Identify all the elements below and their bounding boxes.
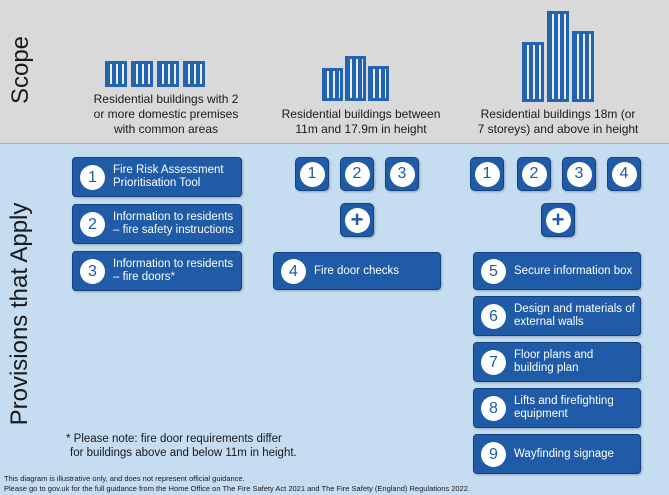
provision-text: Floor plans and [514,349,594,361]
provision-9: 9 Wayfinding signage [473,434,641,474]
provision-text: Lifts and firefighting [514,395,614,407]
number-badge: 2 [80,211,105,237]
provision-tile-2: 2 [340,157,374,191]
number-badge: 1 [80,164,105,190]
number-badge: 3 [80,258,105,284]
scope-text: Residential buildings between [281,107,441,121]
provision-tile-4: 4 [607,157,641,191]
guidance-text: Please go to gov.uk for the full guidanc… [4,484,470,493]
number-badge: 3 [389,161,415,187]
provision-text: Fire Risk Assessment [113,164,224,176]
provision-5: 5 Secure information box [473,252,641,290]
provision-tile-2: 2 [517,157,551,191]
scope-column-3: Residential buildings 18m (or 7 storeys)… [472,107,644,137]
provision-text: Wayfinding signage [514,447,614,460]
plus-icon: + [545,207,571,233]
scope-column-1: Residential buildings with 2 or more dom… [76,92,256,137]
provision-text: building plan [514,362,579,374]
number-badge: 7 [481,349,506,375]
number-badge: 1 [474,161,500,187]
number-badge: 4 [281,258,306,284]
provision-2: 2 Information to residents– fire safety … [72,204,242,244]
scope-text: 7 storeys) and above in height [477,122,639,136]
provisions-label: Provisions that Apply [6,202,33,426]
provision-text: Secure information box [514,264,633,277]
provision-text: Design and materials of [514,303,635,315]
note-text: * Please note: fire door requirements di… [66,433,282,445]
number-badge: 1 [299,161,325,187]
note-text: for buildings above and below 11m in hei… [70,447,297,459]
provision-4: 4 Fire door checks [273,252,441,290]
provision-text: Information to residents [113,211,234,223]
number-badge: 6 [481,303,506,329]
provision-text: external walls [514,316,584,328]
provision-tile-1: 1 [470,157,504,191]
provision-text: Information to residents [113,258,234,270]
scope-text: with common areas [113,122,219,136]
provision-tile-3: 3 [562,157,596,191]
scope-text: Residential buildings 18m (or [480,107,636,121]
plus-tile: + [541,203,575,237]
plus-icon: + [344,207,370,233]
scope-label: Scope [7,35,34,105]
scope-text: 11m and 17.9m in height [295,122,427,136]
plus-tile: + [340,203,374,237]
scope-text: Residential buildings with 2 [93,92,239,106]
number-badge: 8 [481,395,506,421]
provision-text: Fire door checks [314,264,400,277]
provision-tile-3: 3 [385,157,419,191]
number-badge: 3 [566,161,592,187]
scope-text: or more domestic premises [93,107,239,121]
scope-column-2: Residential buildings between 11m and 17… [272,107,450,137]
number-badge: 2 [521,161,547,187]
disclaimer-text: This diagram is illustrative only, and d… [4,474,245,483]
provision-text: Prioritisation Tool [113,177,201,189]
section-divider [0,143,669,144]
provision-text: – fire safety instructions [113,224,234,236]
fire-door-note: * Please note: fire door requirements di… [66,432,297,460]
number-badge: 2 [344,161,370,187]
number-badge: 5 [481,258,506,284]
provision-text: – fire doors* [113,271,176,283]
provision-tile-1: 1 [295,157,329,191]
provision-text: equipment [514,408,568,420]
number-badge: 4 [611,161,637,187]
provision-3: 3 Information to residents– fire doors* [72,251,242,291]
number-badge: 9 [481,441,506,467]
